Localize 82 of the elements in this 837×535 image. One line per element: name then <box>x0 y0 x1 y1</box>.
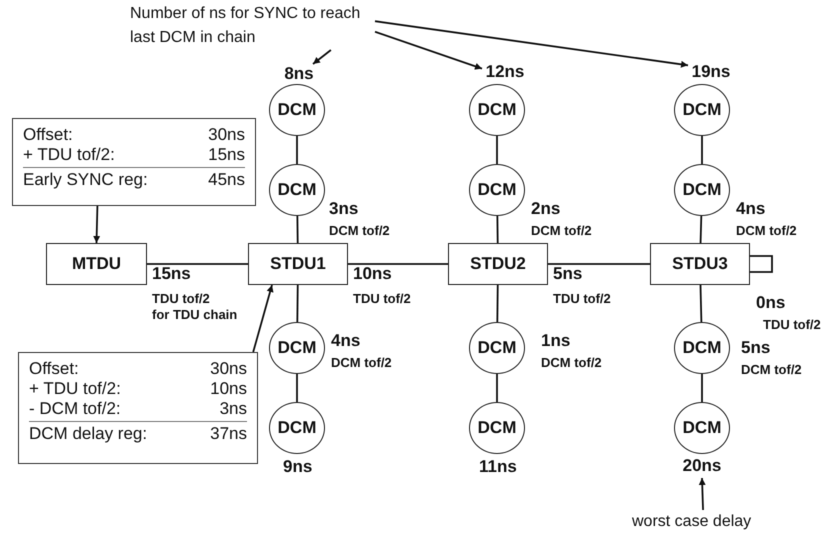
term-text: Offset: <box>23 125 74 145</box>
connector-line <box>496 284 499 322</box>
node-label: DCM <box>478 338 516 358</box>
value-text: 10ns <box>209 379 247 399</box>
annotation-text: TDU tof/2 <box>152 291 210 306</box>
connector-line <box>496 136 498 164</box>
connector-line <box>700 216 702 244</box>
annotation-text: TDU tof/2 <box>553 291 611 306</box>
delay-label: 1ns <box>541 331 570 351</box>
node-label: DCM <box>682 180 722 200</box>
arrow <box>374 30 482 70</box>
node-label: STDU2 <box>470 254 526 274</box>
delay-label: 2ns <box>531 199 560 219</box>
node-label: DCM <box>278 100 316 120</box>
annotation-text: DCM tof/2 <box>736 223 797 238</box>
annotation-text: for TDU chain <box>152 307 238 322</box>
connector-line <box>147 263 248 265</box>
note-text: Number of ns for SYNC to reach last DCM in chain <box>130 2 375 50</box>
delay-label: 19ns <box>688 62 734 84</box>
annotation-text: DCM tof/2 <box>531 223 592 238</box>
delay-label: 5ns <box>741 338 770 358</box>
node-label: DCM <box>682 338 722 358</box>
register-box <box>12 118 256 206</box>
arrow <box>252 284 274 352</box>
term-text: Early SYNC reg: <box>23 170 149 190</box>
value-text: 3ns <box>218 399 247 419</box>
connector-line <box>296 216 299 244</box>
term-text: Offset: <box>29 359 80 379</box>
delay-label: 3ns <box>329 199 358 219</box>
node-label: DCM <box>278 180 316 200</box>
node-label: STDU3 <box>672 254 728 274</box>
delay-label: 4ns <box>736 199 766 219</box>
connector-line <box>700 284 702 322</box>
connector-line <box>496 374 498 402</box>
register-box <box>18 352 258 464</box>
term-text: - DCM tof/2: <box>29 399 122 419</box>
value-text: 37ns <box>209 424 247 444</box>
node-label: DCM <box>278 338 316 358</box>
delay-label: 11ns <box>479 457 517 477</box>
delay-label: 15ns <box>152 264 191 284</box>
annotation-text: DCM tof/2 <box>541 355 602 370</box>
delay-label: 20ns <box>679 456 725 478</box>
connector-line <box>296 136 298 164</box>
connector-line <box>296 374 298 402</box>
connector-line <box>701 136 703 164</box>
arrow <box>93 206 100 244</box>
delay-label: 0ns <box>756 293 786 313</box>
annotation-text: TDU tof/2 <box>353 291 411 306</box>
value-text: 30ns <box>207 125 245 145</box>
delay-label: 5ns <box>553 264 582 284</box>
node-label: DCM <box>682 100 722 120</box>
delay-label: 9ns <box>283 457 312 477</box>
connector-line <box>496 216 499 244</box>
node-label: DCM <box>478 100 516 120</box>
value-text: 30ns <box>209 359 247 379</box>
node-label: STDU1 <box>270 254 326 274</box>
delay-label: 10ns <box>353 264 392 284</box>
term-text: + TDU tof/2: <box>29 379 122 399</box>
value-text: 45ns <box>207 170 245 190</box>
term-text: + TDU tof/2: <box>23 145 116 165</box>
annotation-text: TDU tof/2 <box>763 317 821 332</box>
value-text: 15ns <box>207 145 245 165</box>
arrow <box>312 49 332 65</box>
node-label: DCM <box>682 418 722 438</box>
arrow <box>698 478 706 510</box>
node-label: DCM <box>278 418 316 438</box>
delay-label: 4ns <box>331 331 360 351</box>
delay-label: 12ns <box>482 62 528 84</box>
annotation-text: DCM tof/2 <box>331 355 392 370</box>
connector-line <box>548 263 650 265</box>
arrow <box>374 20 688 68</box>
annotation-text: DCM tof/2 <box>741 362 802 377</box>
node-label: DCM <box>478 180 516 200</box>
term-text: DCM delay reg: <box>29 424 148 444</box>
node-label: DCM <box>478 418 516 438</box>
node-label: MTDU <box>72 254 122 274</box>
annotation-text: DCM tof/2 <box>329 223 390 238</box>
connector-line <box>701 374 703 402</box>
connector-line <box>348 263 448 265</box>
connector-line <box>296 284 299 322</box>
delay-label: 8ns <box>279 64 319 84</box>
note-text: worst case delay <box>632 510 777 534</box>
